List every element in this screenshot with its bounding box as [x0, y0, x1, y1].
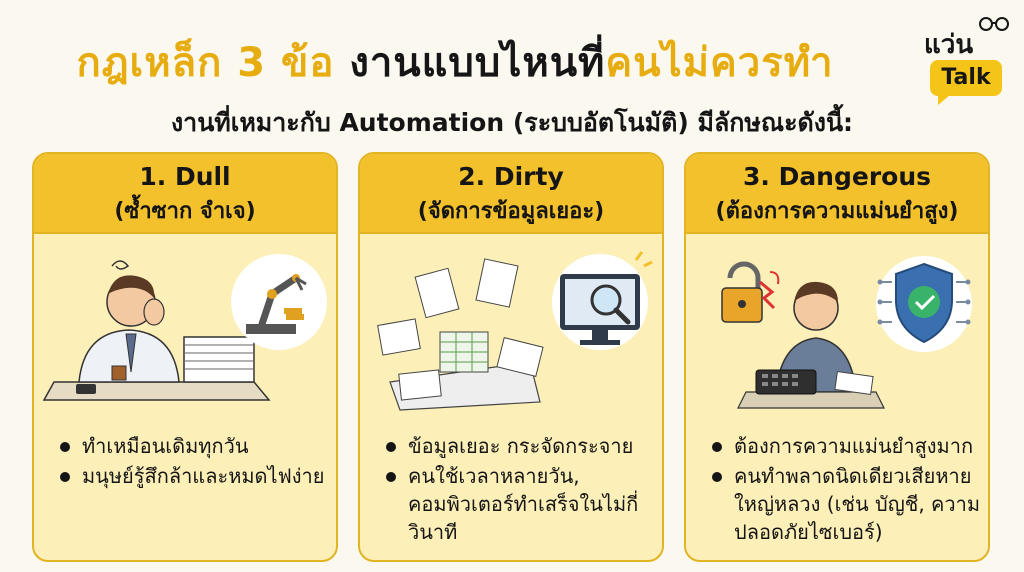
card-dull: 1. Dull (ซ้ำซาก จำเจ) [32, 152, 338, 562]
security-shield-icon [876, 256, 972, 352]
card-subtitle: (ซ้ำซาก จำเจ) [114, 199, 256, 224]
card-illustration [721, 256, 972, 409]
stressed-accountant-icon [737, 281, 885, 409]
page-subtitle: งานที่เหมาะกับ Automation (ระบบอัตโนมัติ… [170, 108, 854, 137]
bullet-item: ทำเหมือนเดิมทุกวัน [60, 432, 332, 460]
card-header: 2. Dirty (จัดการข้อมูลเยอะ) [360, 154, 662, 234]
card-title: 3. Dangerous [742, 162, 932, 191]
card-illustration [377, 251, 653, 411]
card-dangerous: 3. Dangerous (ต้องการความแม่นยำสูง) [684, 152, 990, 562]
card-dirty: 2. Dirty (จัดการข้อมูลเยอะ) [358, 152, 664, 562]
bullet-list: ข้อมูลเยอะ กระจัดกระจาย คนใช้เวลาหลายวัน… [386, 432, 658, 548]
tired-worker-icon [42, 260, 271, 401]
card-header: 1. Dull (ซ้ำซาก จำเจ) [34, 154, 336, 234]
bullet-item: ข้อมูลเยอะ กระจัดกระจาย [386, 432, 658, 460]
bullet-item: คนใช้เวลาหลายวัน, คอมพิวเตอร์ทำเสร็จในไม… [386, 462, 658, 546]
card-illustration [42, 254, 327, 401]
card-subtitle: (ต้องการความแม่นยำสูง) [715, 199, 959, 224]
card-subtitle: (จัดการข้อมูลเยอะ) [417, 199, 605, 224]
robot-arm-icon [231, 254, 327, 350]
broken-lock-icon [721, 261, 780, 323]
brand-logo: แว่น Talk [918, 14, 1014, 105]
bullet-list: ทำเหมือนเดิมทุกวัน มนุษย์รู้สึกล้าและหมด… [60, 432, 332, 492]
logo-word: แว่น [924, 30, 974, 60]
logo-badge: Talk [930, 60, 1002, 105]
glasses-icon [979, 17, 1009, 31]
card-title: 1. Dull [139, 162, 231, 191]
bullet-item: ต้องการความแม่นยำสูงมาก [712, 432, 984, 460]
computer-search-icon [552, 251, 653, 350]
scattered-papers-icon [377, 258, 544, 411]
bullet-list: ต้องการความแม่นยำสูงมาก คนทำพลาดนิดเดียว… [712, 432, 984, 548]
title-part-3: คนไม่ควรทำ [605, 40, 834, 86]
title-part-2: งานแบบไหนที่ [349, 40, 606, 86]
card-title: 2. Dirty [458, 162, 564, 191]
card-header: 3. Dangerous (ต้องการความแม่นยำสูง) [686, 154, 988, 234]
bullet-item: มนุษย์รู้สึกล้าและหมดไฟง่าย [60, 462, 332, 490]
page-title: กฎเหล็ก 3 ข้อ งานแบบไหนที่คนไม่ควรทำ [0, 30, 910, 94]
bullet-item: คนทำพลาดนิดเดียวเสียหายใหญ่หลวง (เช่น บั… [712, 462, 984, 546]
title-part-1: กฎเหล็ก 3 ข้อ [76, 40, 335, 86]
